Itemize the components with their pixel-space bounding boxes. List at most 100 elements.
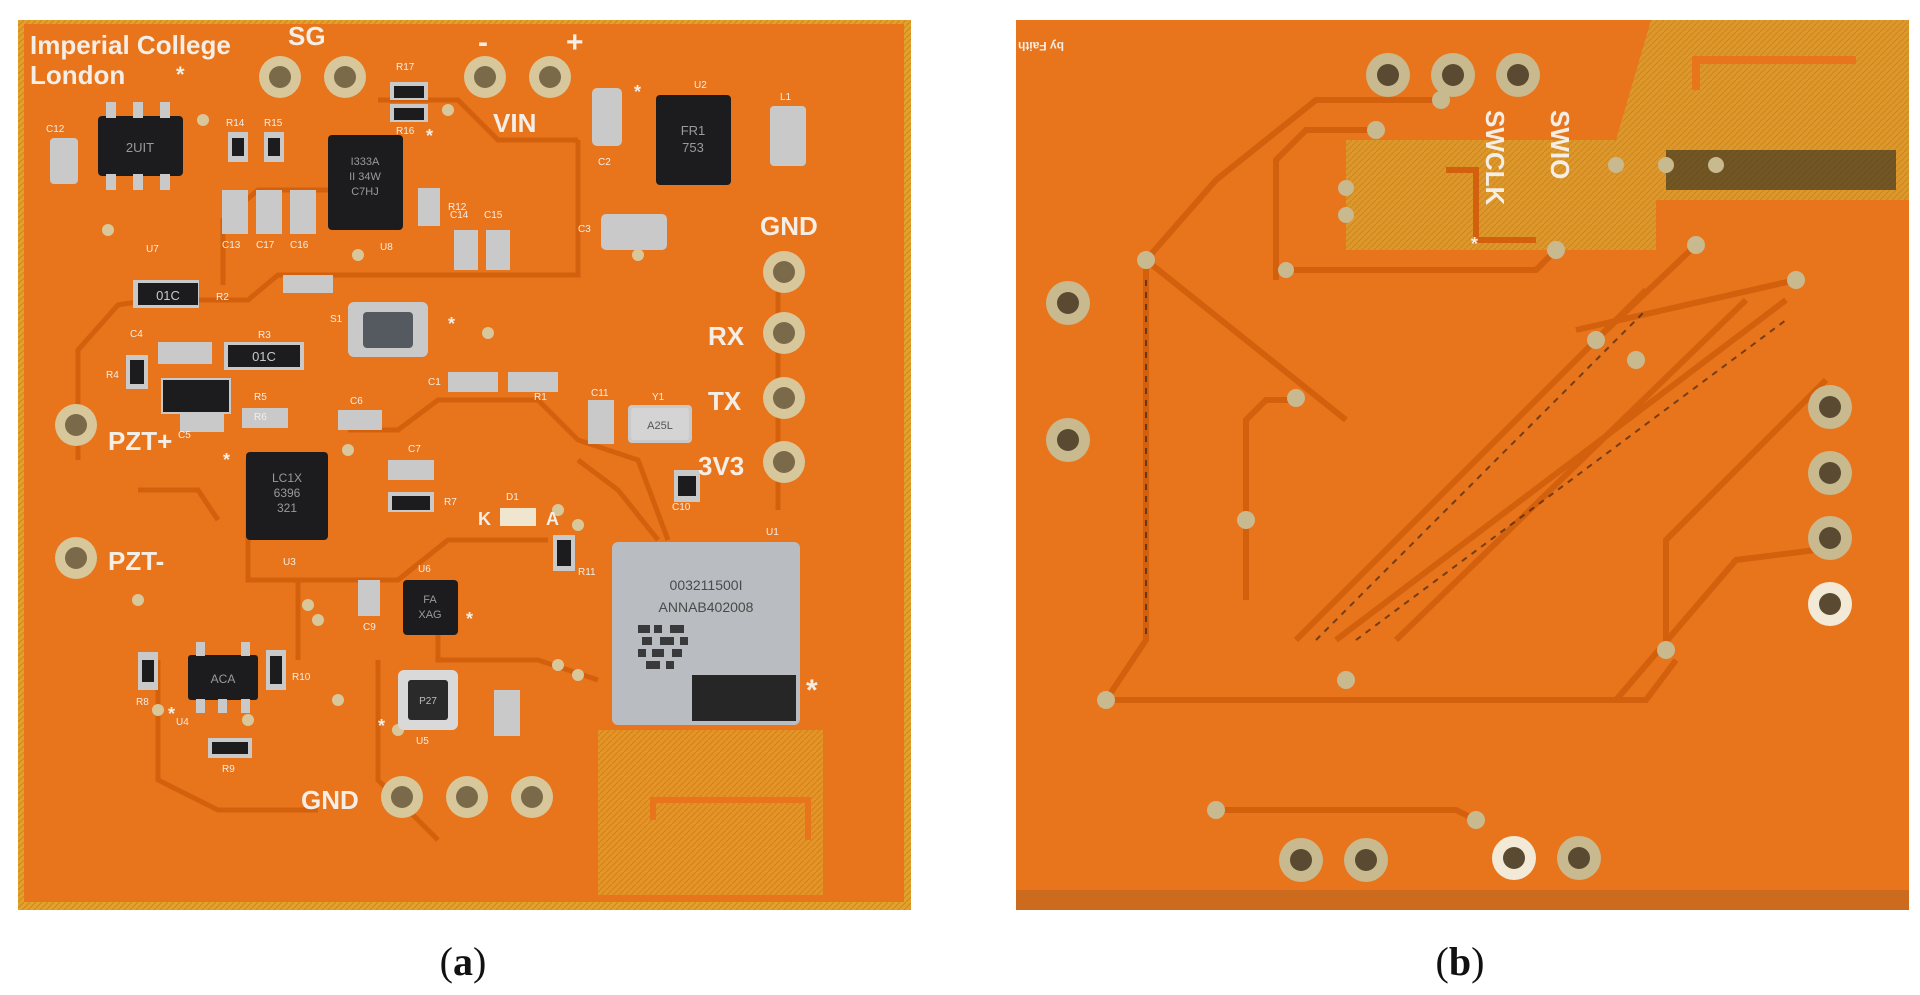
ic-u5: P27 — [398, 670, 458, 730]
asterisk-module: * — [806, 674, 818, 707]
pad-pzt-minus — [55, 537, 97, 579]
ic-u6: FA XAG — [403, 580, 458, 635]
pad-top-2 — [1431, 53, 1475, 97]
datamatrix-code — [638, 625, 688, 669]
ref-c9: C9 — [363, 622, 376, 633]
ref-s1: S1 — [330, 314, 343, 325]
label-pzt-minus: PZT- — [108, 546, 164, 576]
pcb-bottom-svg: SWCLK SWIO by Faith * — [1016, 20, 1909, 910]
label-gnd-bottom: GND — [301, 785, 359, 815]
caption-b-letter: b — [1448, 939, 1472, 984]
pad-right-2 — [1808, 451, 1852, 495]
caption-b-open: ( — [1435, 939, 1449, 984]
pad-bottom-3 — [1492, 836, 1536, 880]
ref-c10: C10 — [672, 502, 691, 513]
label-swclk: SWCLK — [1480, 110, 1510, 206]
through-hole-pads — [55, 56, 805, 818]
ref-r3: R3 — [258, 330, 271, 341]
label-3v3: 3V3 — [698, 451, 744, 481]
caption-a-close: ) — [473, 939, 487, 984]
right-pads-b — [1808, 385, 1852, 626]
chip-marking-u7: 2UIT — [126, 140, 154, 155]
silkscreen: Imperial College London * SG - + VIN GND… — [30, 21, 818, 815]
ref-r6: R6 — [254, 412, 267, 423]
ref-l1: L1 — [780, 92, 792, 103]
ref-c15: C15 — [484, 210, 503, 221]
chip-marking-u3-1: LC1X — [272, 471, 302, 485]
chip-marking-u4: ACA — [211, 672, 236, 686]
ref-r9: R9 — [222, 764, 235, 775]
pcb-top-svg: 2UIT I333A II 34W C7HJ FR1 753 LC1X 6396… — [18, 20, 911, 910]
asterisk-c2: * — [634, 82, 641, 102]
ref-c11: C11 — [591, 388, 609, 399]
header-pads-top — [1366, 53, 1540, 97]
asterisk-b: * — [1471, 234, 1478, 254]
silkscreen-b: SWCLK SWIO by Faith * — [1018, 39, 1575, 254]
module-antenna-block — [692, 675, 796, 721]
label-plus: + — [566, 26, 584, 59]
pad-tx — [763, 377, 805, 419]
ref-r1: R1 — [534, 392, 547, 403]
chip-marking-u2-1: FR1 — [681, 123, 706, 138]
label-vin: VIN — [493, 108, 536, 138]
antenna-keepout — [598, 730, 823, 895]
logo-line2: London — [30, 60, 125, 90]
ref-u7: U7 — [146, 244, 159, 255]
caption-a: (a) — [403, 938, 523, 985]
label-gnd-right: GND — [760, 211, 818, 241]
pad-vin-plus — [529, 56, 571, 98]
label-k: K — [478, 509, 491, 529]
trace-dashes-b — [1145, 280, 1787, 641]
flex-zone-b — [1346, 20, 1909, 250]
ref-r14: R14 — [226, 118, 245, 129]
ref-u4: U4 — [176, 717, 189, 728]
pad-3v3 — [763, 441, 805, 483]
antenna-shadow-b — [1666, 150, 1896, 190]
r3-marking: 01C — [252, 349, 276, 364]
asterisk-logo: * — [176, 62, 185, 87]
designators: C12 R17 R14 R15 R16 R12 U2 L1 C2 C3 U7 R… — [46, 62, 792, 775]
label-tx: TX — [708, 386, 742, 416]
ref-r8: R8 — [136, 697, 149, 708]
asterisk-u6: * — [466, 609, 473, 629]
led-d1 — [500, 508, 536, 526]
ref-c13: C13 — [222, 240, 241, 251]
ic-u4: ACA — [188, 642, 258, 713]
ic-u8: I333A II 34W C7HJ — [328, 135, 403, 230]
credit-text: by Faith — [1018, 39, 1064, 53]
vias — [102, 104, 644, 736]
pad-left-1 — [1046, 281, 1090, 325]
chip-marking-u8-1: I333A — [351, 156, 380, 168]
ic-u7: 2UIT — [98, 102, 183, 190]
pad-gnd-bottom-2 — [446, 776, 488, 818]
ref-u5: U5 — [416, 736, 429, 747]
chip-marking-u3-3: 321 — [277, 501, 297, 515]
ic-u3: LC1X 6396 321 — [246, 452, 328, 540]
pad-right-3 — [1808, 516, 1852, 560]
antenna-trace-b — [1692, 56, 1856, 90]
label-swio: SWIO — [1545, 110, 1575, 179]
ref-u6: U6 — [418, 564, 431, 575]
chip-marking-u8-2: II 34W — [349, 171, 381, 183]
ref-r12: R12 — [448, 202, 467, 213]
vias-b — [1097, 91, 1805, 829]
left-pads-b — [1046, 281, 1090, 462]
chip-marking-u5: P27 — [419, 696, 437, 707]
pad-right-1 — [1808, 385, 1852, 429]
ref-r2: R2 — [216, 292, 229, 303]
pad-right-4 — [1808, 582, 1852, 626]
label-a: A — [546, 509, 559, 529]
ref-y1: Y1 — [652, 392, 665, 403]
ref-c4: C4 — [130, 329, 143, 340]
ref-c16: C16 — [290, 240, 309, 251]
pad-rx — [763, 312, 805, 354]
caption-a-open: ( — [439, 939, 453, 984]
chip-marking-u6-1: FA — [423, 594, 437, 606]
passives: 01C 01C A25L — [50, 82, 806, 758]
y1-marking: A25L — [647, 420, 673, 432]
ref-c6: C6 — [350, 396, 363, 407]
pad-pzt-plus — [55, 404, 97, 446]
ref-c3: C3 — [578, 224, 591, 235]
pad-top-1 — [1366, 53, 1410, 97]
ref-d1: D1 — [506, 492, 519, 503]
